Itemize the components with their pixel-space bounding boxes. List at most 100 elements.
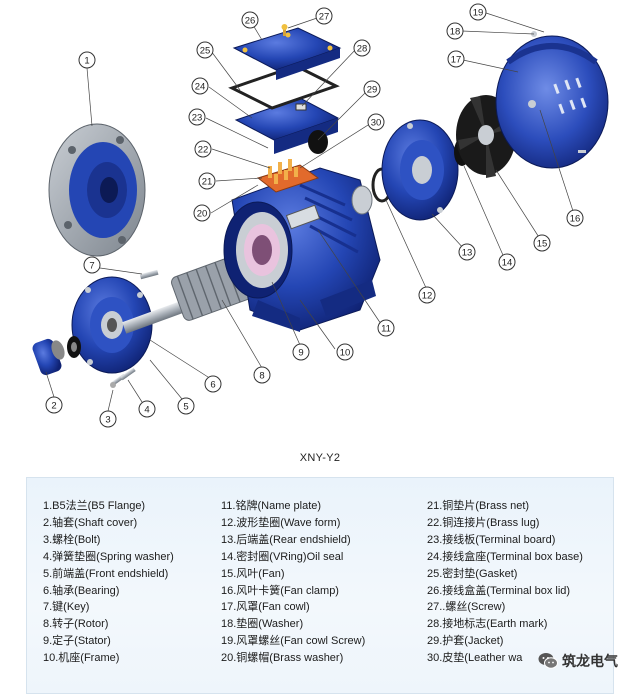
screw-part — [281, 24, 288, 36]
legend-item: 30.皮垫(Leather wa — [427, 652, 523, 665]
gasket-part — [228, 64, 340, 110]
callout-14: 14 — [498, 253, 516, 271]
svg-text:16: 16 — [570, 214, 581, 225]
svg-text:3: 3 — [105, 415, 110, 426]
legend-item: 17.风罩(Fan cowl) — [221, 601, 310, 614]
wechat-icon — [538, 653, 558, 669]
svg-text:1: 1 — [84, 56, 89, 67]
callout-7: 7 — [83, 256, 101, 274]
svg-text:30: 30 — [371, 118, 382, 129]
legend-column-2: 11.铭牌(Name plate) 12.波形垫圈(Wave form) 13.… — [221, 498, 365, 667]
bolts — [110, 367, 136, 388]
legend-item: 1.B5法兰(B5 Flange) — [43, 500, 146, 512]
legend-column-3: 21.铜垫片(Brass net) 22.铜连接片(Brass lug) 23.… — [427, 498, 583, 667]
callout-25: 25 — [196, 41, 214, 59]
svg-text:14: 14 — [502, 258, 513, 269]
legend-item: 22.铜连接片(Brass lug) — [427, 516, 540, 529]
callout-30: 30 — [367, 113, 385, 131]
parts-legend: 1.B5法兰(B5 Flange) 2.轴套(Shaft cover) 3.螺栓… — [26, 477, 614, 694]
callout-1: 1 — [78, 51, 96, 69]
watermark-text: 筑龙电气 — [562, 654, 618, 670]
model-label: XNY-Y2 — [299, 452, 341, 464]
legend-item: 5.前端盖(Front endshield) — [43, 567, 169, 580]
key-part — [139, 269, 159, 280]
svg-text:20: 20 — [197, 209, 208, 220]
legend-item: 18.垫圈(Washer) — [221, 618, 304, 631]
legend-item: 26.接线盒盖(Terminal box lid) — [427, 584, 571, 597]
svg-text:19: 19 — [473, 8, 484, 19]
terminal-box-lid-part — [232, 27, 342, 80]
callout-2: 2 — [45, 396, 63, 414]
callout-12: 12 — [418, 286, 436, 304]
legend-item: 4.弹簧垫圈(Spring washer) — [43, 550, 174, 563]
legend-item: 14.密封圈(VRing)Oil seal — [221, 550, 344, 563]
legend-item: 13.后端盖(Rear endshield) — [221, 533, 351, 546]
callout-5: 5 — [177, 397, 195, 415]
callout-6: 6 — [204, 375, 222, 393]
legend-item: 8.转子(Rotor) — [43, 618, 109, 631]
legend-item: 28.接地标志(Earth mark) — [427, 618, 548, 631]
legend-item: 12.波形垫圈(Wave form) — [221, 516, 341, 529]
svg-text:17: 17 — [451, 55, 462, 66]
callout-8: 8 — [253, 366, 271, 384]
callout-24: 24 — [191, 77, 209, 95]
front-endshield-part — [71, 276, 153, 374]
legend-item: 23.接线板(Terminal board) — [427, 533, 556, 546]
legend-item: 15.风叶(Fan) — [221, 567, 285, 580]
callout-4: 4 — [138, 400, 156, 418]
svg-text:11: 11 — [381, 324, 391, 335]
callout-18: 18 — [446, 22, 464, 40]
callout-21: 21 — [198, 172, 216, 190]
callout-11: 11 — [377, 319, 395, 337]
legend-column-1: 1.B5法兰(B5 Flange) 2.轴套(Shaft cover) 3.螺栓… — [43, 498, 174, 667]
motor-exploded-diagram: 1 2 3 4 5 6 7 8 9 10 11 12 13 14 15 16 1… — [32, 3, 609, 428]
frame-part — [223, 167, 381, 332]
callout-19: 19 — [469, 3, 487, 21]
legend-item: 20.铜螺帽(Brass washer) — [221, 652, 344, 665]
svg-text:4: 4 — [144, 405, 149, 416]
callout-15: 15 — [533, 234, 551, 252]
callout-22: 22 — [194, 140, 212, 158]
svg-text:22: 22 — [198, 145, 209, 156]
svg-text:26: 26 — [245, 16, 256, 27]
callout-26: 26 — [241, 11, 259, 29]
callout-27: 27 — [315, 7, 333, 25]
svg-text:7: 7 — [89, 261, 94, 272]
legend-item: 21.铜垫片(Brass net) — [427, 500, 530, 512]
svg-text:21: 21 — [202, 177, 213, 188]
legend-item: 29.护套(Jacket) — [427, 635, 504, 648]
legend-item: 24.接线盒座(Terminal box base) — [427, 550, 583, 563]
svg-text:24: 24 — [195, 82, 206, 93]
earth-mark-part — [295, 103, 307, 111]
rear-endshield-part — [381, 119, 459, 221]
nameplate-part — [285, 204, 321, 230]
svg-text:28: 28 — [357, 44, 368, 55]
legend-item: 10.机座(Frame) — [43, 652, 120, 665]
svg-text:23: 23 — [192, 113, 203, 124]
callout-29: 29 — [363, 80, 381, 98]
legend-item: 9.定子(Stator) — [43, 635, 111, 648]
b5-flange-part — [48, 123, 146, 257]
svg-text:6: 6 — [210, 380, 215, 391]
callout-17: 17 — [447, 50, 465, 68]
svg-text:13: 13 — [462, 248, 473, 259]
legend-item: 3.螺栓(Bolt) — [43, 533, 101, 546]
svg-text:15: 15 — [537, 239, 548, 250]
legend-item: 7.键(Key) — [43, 601, 90, 614]
legend-item: 25.密封垫(Gasket) — [427, 567, 518, 580]
svg-text:25: 25 — [200, 46, 211, 57]
svg-text:8: 8 — [259, 371, 264, 382]
leader-lines — [45, 12, 575, 412]
fan-cowl-screw-part — [578, 150, 586, 153]
callout-23: 23 — [188, 108, 206, 126]
fan-cowl-part — [495, 35, 609, 169]
svg-text:9: 9 — [298, 348, 303, 359]
terminal-board-part — [256, 159, 320, 193]
legend-item: 6.轴承(Bearing) — [43, 584, 120, 597]
legend-item: 16.风叶卡簧(Fan clamp) — [221, 584, 339, 597]
legend-item: 19.风罩螺丝(Fan cowl Screw) — [221, 635, 366, 648]
svg-text:12: 12 — [422, 291, 433, 302]
svg-text:10: 10 — [340, 348, 351, 359]
shaft-cover-part — [32, 338, 65, 376]
legend-item: 27..螺丝(Screw) — [427, 601, 506, 614]
